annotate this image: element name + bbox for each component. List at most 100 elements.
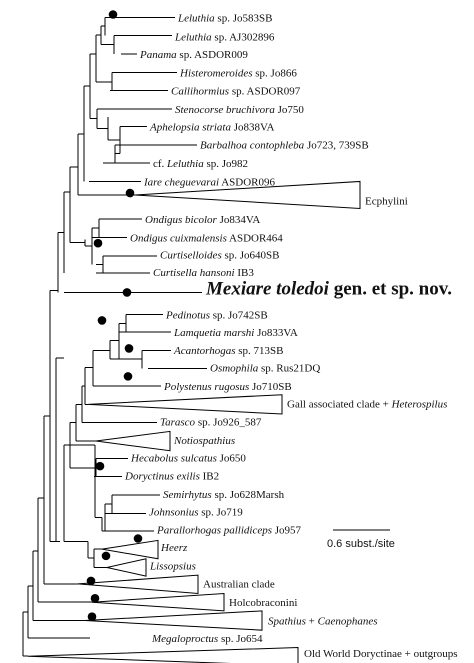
taxon-label-c9: Old World Doryctinae + outgroups [304,648,458,660]
taxon-label-t9: cf. Leluthia sp. Jo982 [153,158,248,170]
taxon-label-part: Panama [139,49,177,61]
taxon-label-t3: Panama sp. ASDOR009 [139,49,248,61]
taxon-label-part: Jo723, 739SB [304,140,369,152]
support-dot [133,534,143,543]
taxon-label-new: Mexiare toledoi gen. et sp. nov. [205,278,452,299]
tree-branches [22,16,207,657]
taxon-label-c5: Lissopsius [149,560,196,572]
scale-bar: 0.6 subst./site [327,529,395,550]
taxon-label-c8: Spathius + Caenophanes [268,615,378,627]
collapsed-clade-c5 [106,558,147,577]
taxon-label-t5: Callihormius sp. ASDOR097 [171,86,301,98]
taxon-label-t4: Histeromeroides sp. Jo866 [179,67,297,79]
collapsed-clade-c3 [95,430,171,452]
taxon-label-c6: Australian clade [203,579,275,591]
support-dots [86,10,143,621]
taxon-label-part: Callihormius [171,86,229,98]
collapsed-clade-c6 [77,574,199,595]
taxon-label-t11: Ondigus bicolor Jo834VA [145,214,260,226]
taxon-label-part: Histeromeroides [179,67,253,79]
taxon-label-t13: Curtiselloides sp. Jo640SB [160,250,280,262]
taxon-label-t1: Leluthia sp. Jo583SB [177,12,272,24]
collapsed-clade-c7 [91,592,225,612]
taxon-label-part: Jo834VA [217,214,261,226]
support-dot [124,344,134,353]
taxon-label-t22: Doryctinus exilis IB2 [124,471,219,483]
taxon-label-c3: Notiospathius [173,435,235,447]
taxon-label-part: Ondigus bicolor [145,214,218,226]
taxon-label-part: sp. Jo742SB [210,309,268,321]
taxon-label-c1: Ecphylini [365,196,408,208]
taxon-label-part: Heterospilus [391,398,448,410]
taxon-label-part: sp. Jo583SB [215,12,273,24]
taxon-label-t20: Tarasco sp. Jo926_587 [160,417,262,429]
taxon-label-part: Acantorhogas [173,345,236,357]
taxon-label-part: Parallorhogas pallidiceps [156,525,272,537]
taxon-label-part: Semirhytus [163,489,212,501]
support-dot [108,10,118,19]
taxon-label-part: sp. Jo982 [204,158,248,170]
taxon-label-c2: Gall associated clade + Heterospilus [287,398,447,410]
taxon-label-part: IB2 [200,471,219,483]
taxon-label-c4: Heerz [160,542,188,554]
taxon-label-part: Australian clade [203,579,275,591]
taxon-label-c7: Holcobraconini [229,597,297,609]
taxon-label-part: IB3 [235,267,255,279]
taxon-label-part: sp. Rus21DQ [258,363,320,375]
taxon-label-t25: Parallorhogas pallidiceps Jo957 [156,525,302,537]
taxon-label-part: Jo838VA [231,121,275,133]
taxon-label-part: Holcobraconini [229,597,297,609]
taxon-label-part: Curtisella hansoni [153,267,235,279]
taxon-label-t10: Iare cheguevarai ASDOR096 [143,176,275,188]
taxon-label-t21: Hecabolus sulcatus Jo650 [130,452,246,464]
taxon-label-part: Jo710SB [249,381,292,393]
taxon-label-part: Pedinotus [165,309,210,321]
taxon-label-part: sp. 713SB [236,345,284,357]
support-dot [97,316,107,325]
taxon-label-part: Lissopsius [149,560,196,572]
taxon-label-t6: Stenocorse bruchivora Jo750 [175,104,304,116]
collapsed-clade-c9 [27,647,299,663]
taxon-label-t16: Lamquetia marshi Jo833VA [173,327,298,339]
taxon-label-part: Leluthia [166,158,204,170]
taxon-label-part: sp. ASDOR009 [177,49,249,61]
support-dot [87,612,97,621]
collapsed-clades [27,180,361,663]
taxon-label-part: Leluthia [177,12,215,24]
taxon-label-part: Iare cheguevarai [143,176,219,188]
taxon-label-t18: Osmophila sp. Rus21DQ [210,363,320,375]
support-dot [93,238,103,248]
taxon-label-part: Polystenus rugosus [163,381,249,393]
taxon-label-part: Barbalhoa contophleba [200,140,305,152]
taxon-label-part: Leluthia [174,32,212,44]
taxon-label-part: sp. Jo926_587 [195,417,262,429]
taxon-label-part: Osmophila [210,363,259,375]
scale-bar-label: 0.6 subst./site [327,538,395,550]
taxon-label-part: Hecabolus sulcatus [130,452,217,464]
taxon-label-part: Ecphylini [365,196,408,208]
taxon-label-part: Jo750 [275,104,305,116]
taxon-label-t7: Aphelopsia striata Jo838VA [149,121,275,133]
taxon-label-part: ASDOR096 [219,176,275,188]
taxon-label-t8: Barbalhoa contophleba Jo723, 739SB [200,140,369,152]
taxon-label-part: Gall associated clade + [287,398,392,410]
taxon-label-t17: Acantorhogas sp. 713SB [173,345,284,357]
collapsed-clade-c4 [101,539,159,560]
taxon-label-part: sp. AJ302896 [212,32,275,44]
support-dot [95,461,105,471]
taxon-label-part: Old World Doryctinae + outgroups [304,648,458,660]
taxon-label-t24: Johnsonius sp. Jo719 [149,506,243,518]
support-dot [122,288,132,297]
taxon-label-t14: Curtisella hansoni IB3 [153,267,254,279]
taxon-label-t15: Pedinotus sp. Jo742SB [165,309,268,321]
support-dot [101,551,111,561]
taxon-label-part: sp. ASDOR097 [229,86,301,98]
taxon-label-t2: Leluthia sp. AJ302896 [174,32,275,44]
taxon-label-part: Curtiselloides [160,250,222,262]
taxon-label-part: sp. Jo640SB [222,250,280,262]
taxon-label-part: Caenophanes [318,615,378,627]
taxon-label-t19: Polystenus rugosus Jo710SB [163,381,292,393]
taxon-label-part: Mexiare toledoi [205,278,330,299]
